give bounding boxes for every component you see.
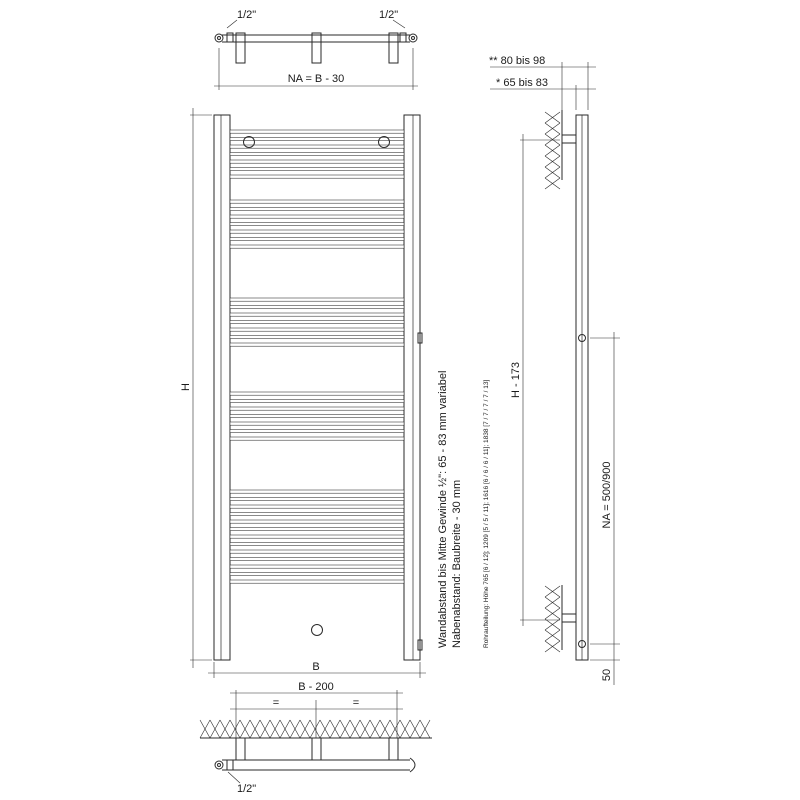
front-view: H B (180, 108, 426, 678)
heating-tube (229, 214, 405, 219)
heating-tube (229, 327, 405, 332)
heating-tube (229, 534, 405, 539)
wall-section-side (544, 111, 561, 653)
heating-tube (229, 297, 405, 302)
heating-tube (229, 174, 405, 179)
heating-tube (229, 504, 405, 509)
heating-tube (229, 305, 405, 309)
hub-distance-label: NA = B - 30 (288, 73, 345, 85)
side-view: ** 80 bis 98 * 65 bis 83 H - 173 NA = 50… (489, 55, 620, 685)
bottom-view: B - 200 = = 1/2" (199, 681, 432, 795)
wall-section-bottom (199, 719, 431, 739)
heating-tube (229, 335, 405, 339)
heating-tube (229, 312, 405, 317)
heating-tube (229, 519, 405, 524)
heating-tube (229, 391, 405, 396)
mount-width-label: B - 200 (298, 681, 333, 693)
note-tube-division: Rohraufteilung: Höhe 765 [6 / 12]; 1209 … (483, 380, 490, 648)
heating-tube (229, 572, 405, 576)
heating-tube (229, 579, 405, 584)
heating-tube (229, 199, 405, 204)
heating-tube (229, 429, 405, 433)
heating-tube (229, 542, 405, 546)
heating-tube (229, 414, 405, 418)
bottom-offset-label: 50 (601, 669, 613, 681)
heating-tube (229, 152, 405, 156)
heating-tube (229, 137, 405, 141)
thread-label-right: 1/2" (379, 9, 398, 21)
heating-tube (229, 320, 405, 324)
heating-tube (229, 436, 405, 441)
note-wall-distance: Wandabstand bis Mitte Gewinde ½": 65 - 8… (437, 371, 449, 648)
top-view: 1/2" 1/2" NA = B - 30 (214, 9, 418, 90)
heating-tube (229, 406, 405, 411)
heating-tube (229, 129, 405, 134)
heating-tube (229, 222, 405, 226)
height-label: H (180, 383, 192, 391)
heating-tube (229, 549, 405, 554)
heating-tube (229, 564, 405, 569)
equal-spacing-right: = (353, 697, 359, 709)
heating-tube (229, 421, 405, 426)
heating-tube (229, 342, 405, 347)
width-label: B (312, 661, 319, 673)
heating-tube (229, 489, 405, 494)
heating-tube (229, 497, 405, 501)
thread-label-bottom: 1/2" (237, 783, 256, 795)
heating-tube (229, 512, 405, 516)
heating-tube (229, 244, 405, 249)
thread-label-left: 1/2" (237, 9, 256, 21)
heating-tube (229, 237, 405, 241)
wall-distance-max-label: ** 80 bis 98 (489, 55, 545, 67)
heating-tube (229, 167, 405, 171)
equal-spacing-left: = (273, 697, 279, 709)
heating-tube (229, 159, 405, 164)
heating-tube (229, 399, 405, 403)
heating-tube (229, 144, 405, 149)
hub-distance-side-label: NA = 500/900 (601, 462, 613, 529)
height-reduced-label: H - 173 (510, 362, 522, 398)
heating-tube (229, 229, 405, 234)
heating-tube (229, 527, 405, 531)
note-hub-distance: Nabenabstand: Baubreite - 30 mm (451, 480, 463, 648)
wall-distance-min-label: * 65 bis 83 (496, 77, 548, 89)
heating-tube (229, 207, 405, 211)
heating-tube (229, 557, 405, 561)
notes: Wandabstand bis Mitte Gewinde ½": 65 - 8… (437, 371, 490, 648)
heating-tubes (229, 129, 405, 584)
